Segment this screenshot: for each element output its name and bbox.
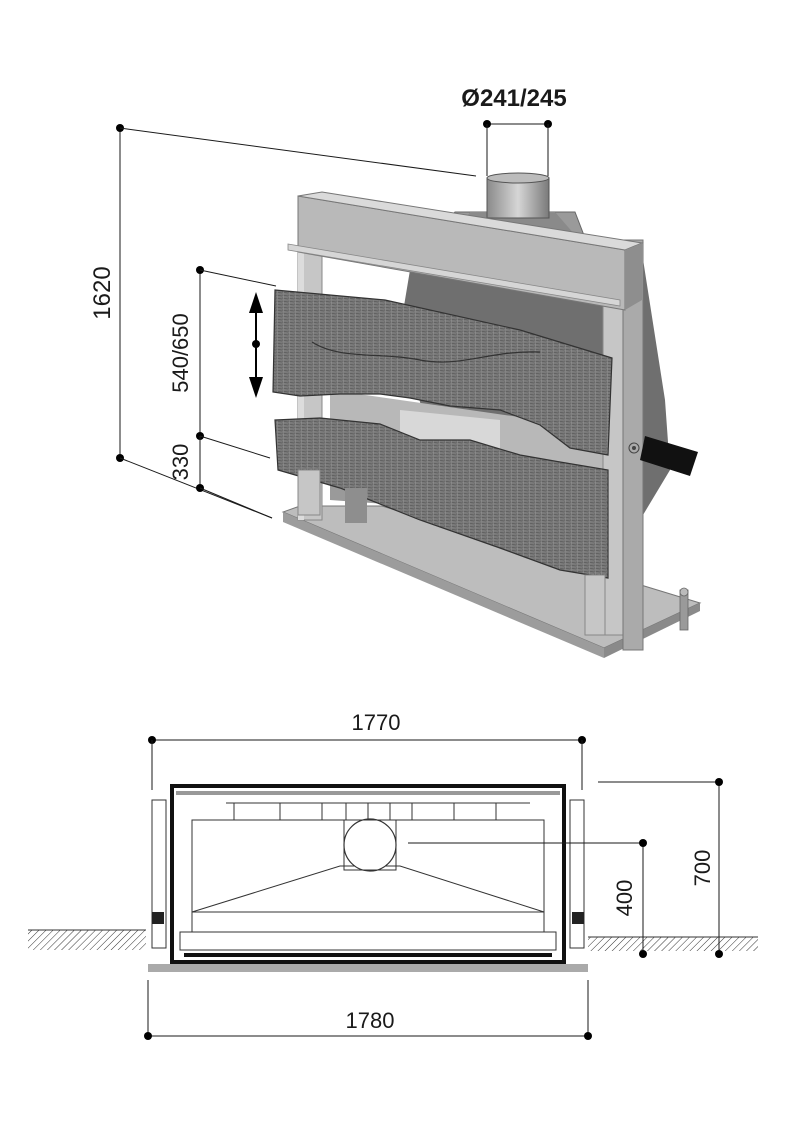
- flue-collar: [486, 177, 550, 219]
- outer-width-label: 1780: [346, 1008, 395, 1033]
- inner-width-label: 1770: [352, 710, 401, 735]
- plan-view: 1770: [28, 710, 758, 1040]
- control-knob-icon: [628, 442, 640, 454]
- plan-flue-circle: [343, 818, 397, 872]
- overall-height-label: 1620: [89, 266, 116, 319]
- hearth-depth-label: 400: [612, 880, 637, 917]
- upper-stone-slab: [272, 289, 613, 456]
- slide-up-down-arrow-icon: [249, 292, 263, 398]
- opening-height-label: 540/650: [168, 313, 193, 393]
- floor-right: [588, 937, 758, 951]
- flue-diameter-label: Ø241/245: [461, 85, 566, 112]
- handle-bar: [640, 436, 698, 476]
- lower-height-label: 330: [168, 444, 193, 481]
- right-front-post: [622, 239, 644, 651]
- plan-outer-frame: [170, 784, 566, 964]
- depth-label: 700: [690, 850, 715, 887]
- plan-base-plate: [148, 964, 588, 972]
- perspective-view: Ø241/245: [89, 85, 702, 658]
- floor-left: [28, 930, 146, 950]
- plan-hood-outline: [191, 865, 545, 913]
